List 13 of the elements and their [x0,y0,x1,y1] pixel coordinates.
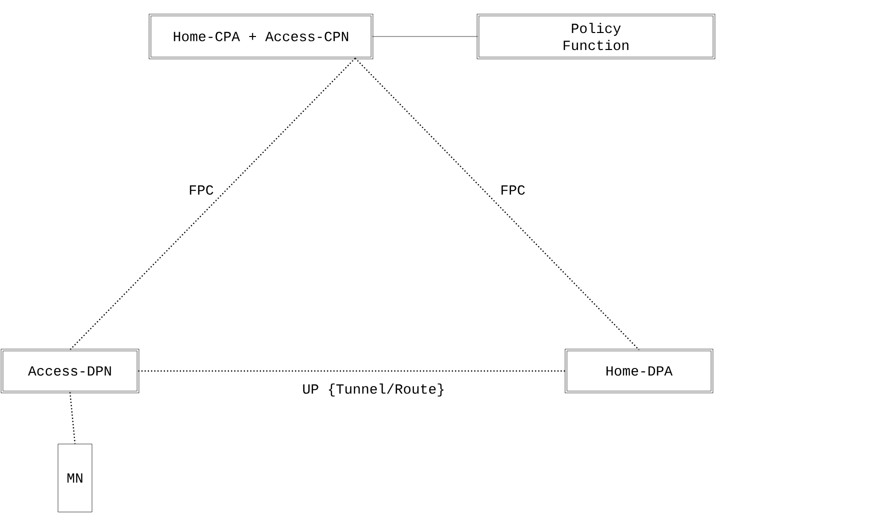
process-box: Access-DPN [0,348,140,394]
process-box: MN [58,444,92,512]
connector-line [70,58,356,350]
edge-label: FPC [186,183,216,197]
connector-line [372,36,478,37]
process-box: Home-DPA [564,348,714,394]
connector-line [138,370,566,372]
process-box: Policy Function [476,14,716,60]
connector-line [354,58,640,350]
connector-line [69,392,76,444]
edge-label: FPC [498,183,528,197]
process-box: Home-CPA + Access-CPN [148,14,374,60]
edge-label: UP {Tunnel/Route} [300,381,448,399]
